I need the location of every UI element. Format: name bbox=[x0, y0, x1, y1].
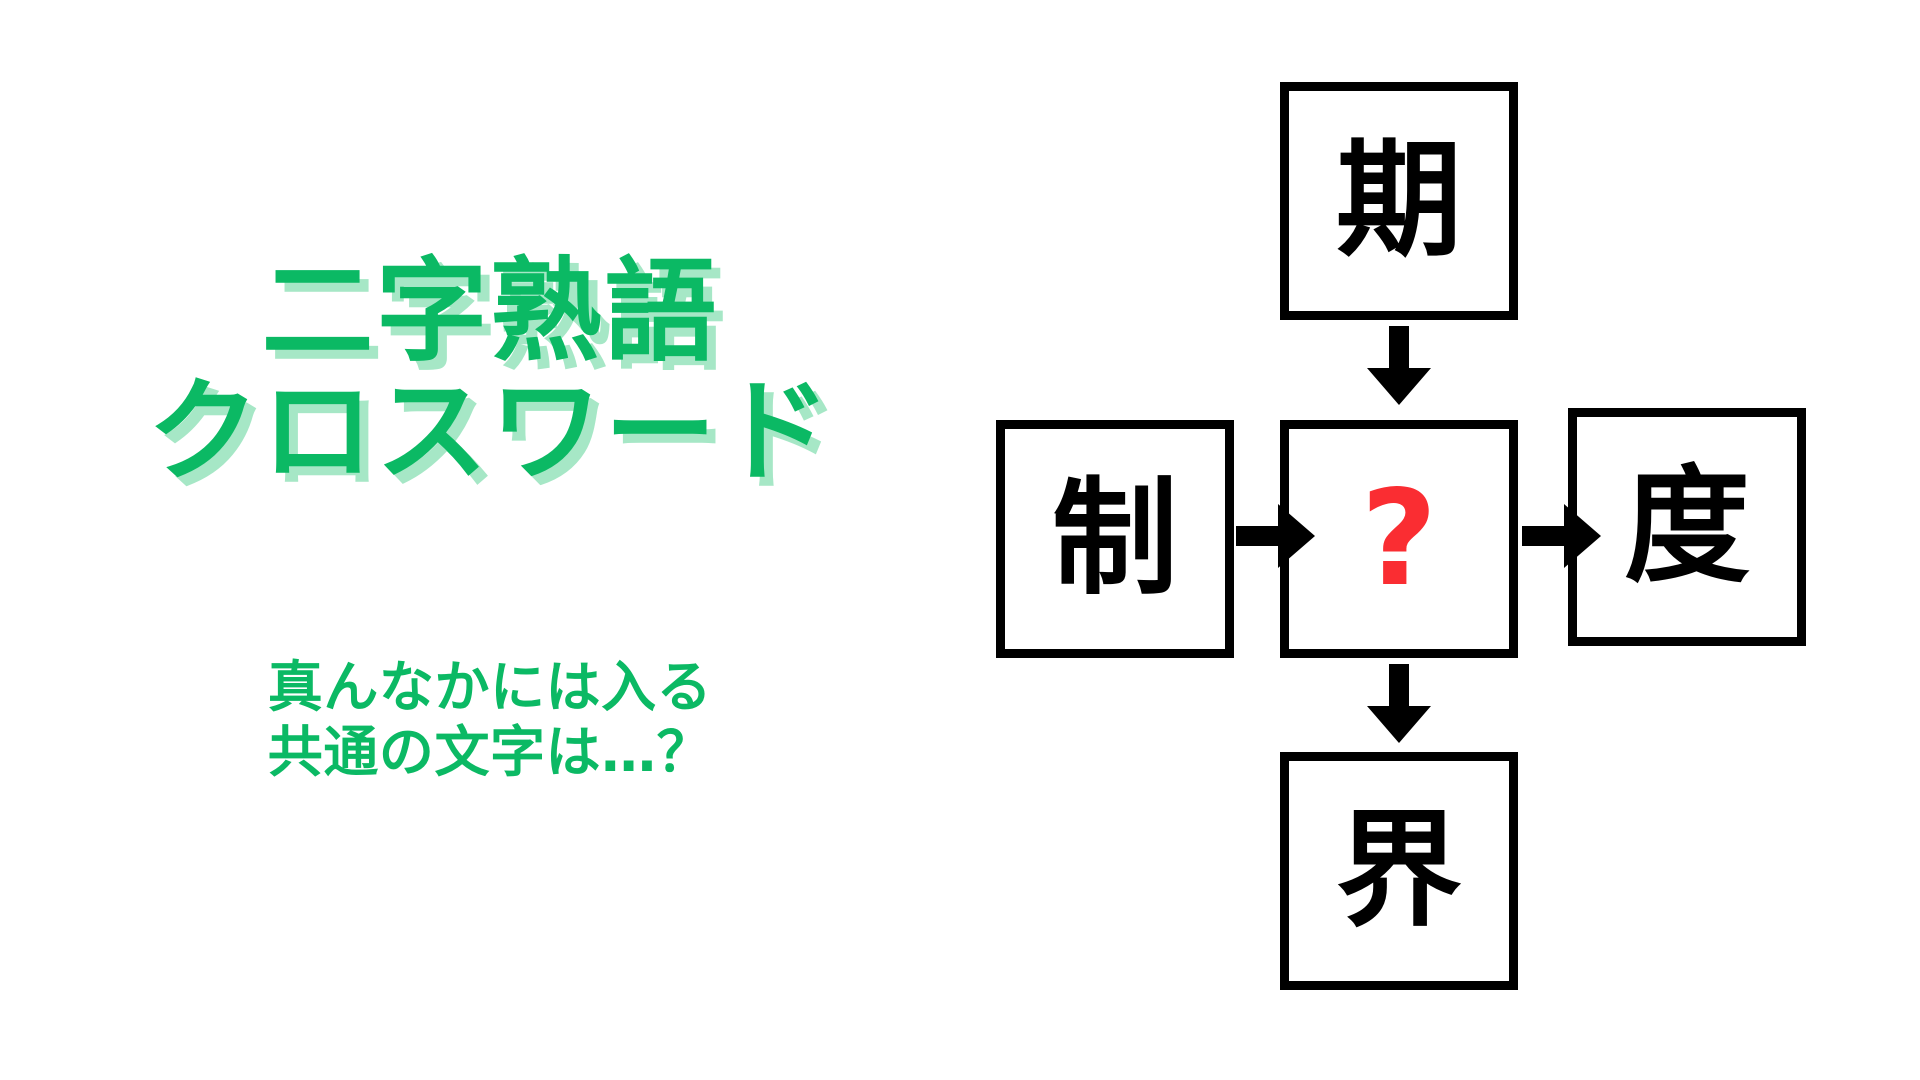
cell-left-character: 制 bbox=[1052, 465, 1178, 612]
cell-bottom-character: 界 bbox=[1336, 797, 1462, 944]
subtitle-line-2: 共通の文字は…？ bbox=[267, 719, 713, 784]
cell-bottom[interactable]: 界 bbox=[1280, 752, 1518, 990]
cell-center-answer[interactable]: ? bbox=[1280, 420, 1518, 658]
crossword-diagram: 期 制 ? 度 界 bbox=[960, 0, 1920, 1080]
cell-left[interactable]: 制 bbox=[996, 420, 1234, 658]
title-line-2: クロスワード bbox=[147, 367, 833, 498]
cell-right-character: 度 bbox=[1624, 453, 1750, 600]
arrow-right-icon-left-to-center bbox=[1236, 502, 1316, 570]
cell-top-character: 期 bbox=[1336, 127, 1462, 274]
title-block: 二字熟語 クロスワード bbox=[0, 247, 980, 498]
subtitle-block: 真んなかには入る 共通の文字は…？ bbox=[0, 655, 980, 785]
cell-right[interactable]: 度 bbox=[1568, 408, 1806, 646]
arrow-down-icon-top-to-center bbox=[1365, 326, 1433, 406]
title-line-1: 二字熟語 bbox=[261, 247, 719, 377]
subtitle-line-1: 真んなかには入る bbox=[267, 655, 713, 719]
arrow-down-icon-center-to-bottom bbox=[1365, 664, 1433, 744]
cell-top[interactable]: 期 bbox=[1280, 82, 1518, 320]
arrow-right-icon-center-to-right bbox=[1522, 502, 1602, 570]
cell-center-question-mark: ? bbox=[1360, 462, 1438, 616]
